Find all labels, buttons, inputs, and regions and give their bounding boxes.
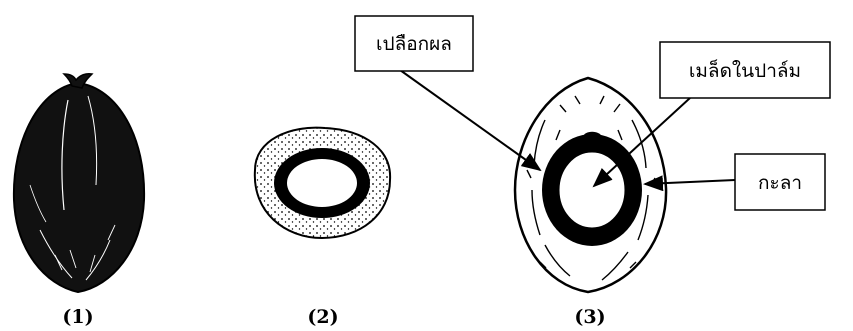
exocarp-arrow [400, 70, 540, 170]
label-shell: กะลา [735, 154, 825, 210]
cross-section-illustration [255, 128, 390, 238]
caption-3: (3) [574, 306, 605, 328]
caption-2: (2) [307, 306, 338, 328]
whole-fruit-illustration [14, 74, 144, 292]
label-shell-text: กะลา [758, 172, 802, 194]
label-exocarp: เปลือกผล [355, 16, 473, 71]
caption-1: (1) [62, 306, 93, 328]
label-kernel: เมล็ดในปาล์ม [660, 42, 830, 98]
label-exocarp-text: เปลือกผล [376, 33, 452, 55]
label-kernel-text: เมล็ดในปาล์ม [689, 58, 801, 82]
longitudinal-section-illustration [515, 78, 666, 292]
